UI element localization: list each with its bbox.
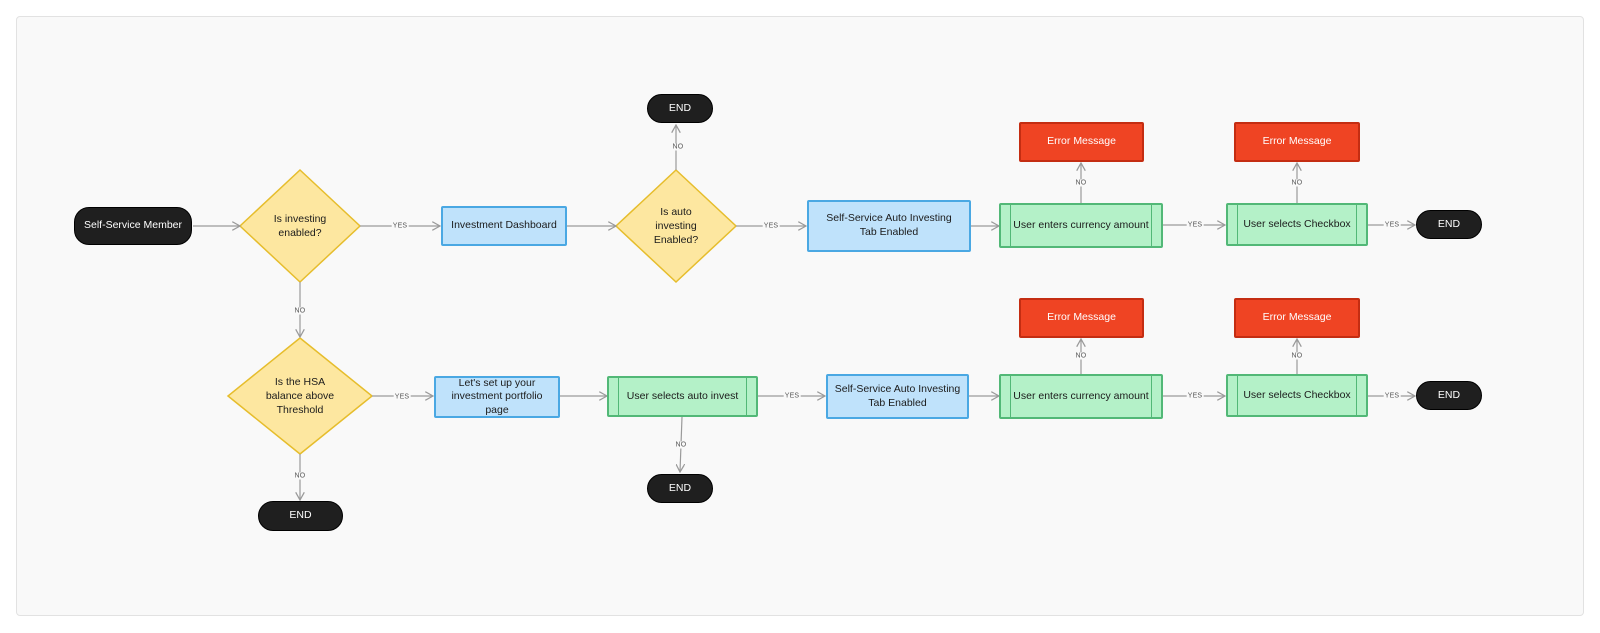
label-no: NO xyxy=(1074,352,1088,360)
label-no: NO xyxy=(671,143,685,151)
label-no: NO xyxy=(1074,179,1088,187)
error-message-node[interactable]: Error Message xyxy=(1019,298,1144,338)
label-yes: YES xyxy=(1186,392,1204,400)
label-yes: YES xyxy=(762,222,780,230)
error-message-node[interactable]: Error Message xyxy=(1234,298,1360,338)
end-node[interactable]: END xyxy=(647,94,713,123)
label-yes: YES xyxy=(1383,221,1401,229)
end-node[interactable]: END xyxy=(647,474,713,503)
select-checkbox-node[interactable]: User selects Checkbox xyxy=(1226,203,1368,246)
end-node[interactable]: END xyxy=(1416,381,1482,410)
label-no: NO xyxy=(293,472,307,480)
end-node[interactable]: END xyxy=(1416,210,1482,239)
label-no: NO xyxy=(293,307,307,315)
label-yes: YES xyxy=(783,392,801,400)
setup-portfolio-node[interactable]: Let's set up your investment portfolio p… xyxy=(434,376,560,418)
error-message-node[interactable]: Error Message xyxy=(1234,122,1360,162)
label-no: NO xyxy=(1290,179,1304,187)
label-no: NO xyxy=(674,441,688,449)
label-yes: YES xyxy=(1186,221,1204,229)
label-no: NO xyxy=(1290,352,1304,360)
auto-investing-tab-node[interactable]: Self-Service Auto Investing Tab Enabled xyxy=(826,374,969,419)
auto-investing-tab-node[interactable]: Self-Service Auto Investing Tab Enabled xyxy=(807,200,971,252)
decision-investing-label: Is investing enabled? xyxy=(273,212,327,239)
decision-auto-label: Is auto investing Enabled? xyxy=(653,205,699,247)
label-yes: YES xyxy=(1383,392,1401,400)
select-checkbox-node[interactable]: User selects Checkbox xyxy=(1226,374,1368,417)
investment-dashboard-node[interactable]: Investment Dashboard xyxy=(441,206,567,246)
currency-amount-node[interactable]: User enters currency amount xyxy=(999,374,1163,419)
label-yes: YES xyxy=(393,393,411,401)
currency-amount-node[interactable]: User enters currency amount xyxy=(999,203,1163,248)
end-node[interactable]: END xyxy=(258,501,343,531)
select-auto-invest-node[interactable]: User selects auto invest xyxy=(607,376,758,417)
decision-auto-shape[interactable] xyxy=(614,168,738,284)
label-yes: YES xyxy=(391,222,409,230)
decision-hsa-label: Is the HSA balance above Threshold xyxy=(265,375,335,417)
start-node[interactable]: Self-Service Member xyxy=(74,207,192,245)
error-message-node[interactable]: Error Message xyxy=(1019,122,1144,162)
